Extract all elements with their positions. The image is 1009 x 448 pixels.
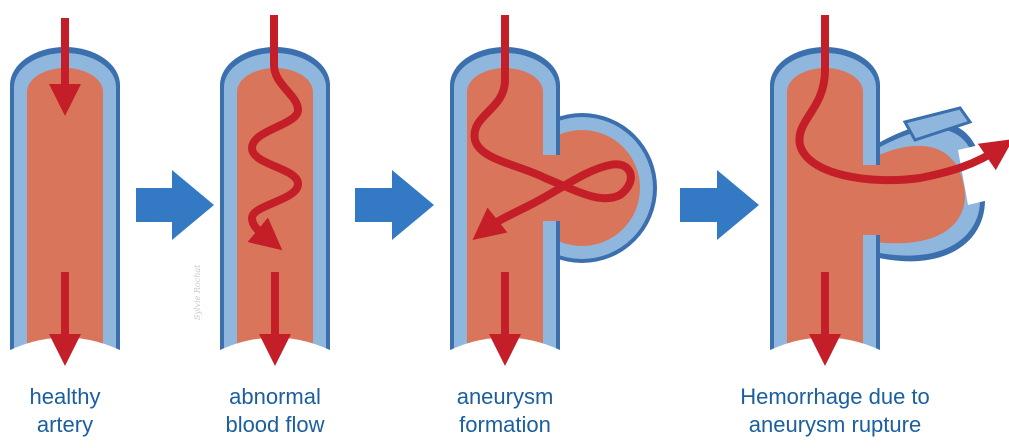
caption-line: artery [0, 411, 130, 439]
caption-abnormal-blood-flow: abnormal blood flow [205, 383, 345, 439]
step-arrow-1 [136, 170, 214, 240]
caption-line: aneurysm [430, 383, 580, 411]
caption-aneurysm-formation: aneurysm formation [430, 383, 580, 439]
caption-line: Hemorrhage due to [715, 383, 955, 411]
step-arrow-2 [355, 170, 434, 240]
caption-healthy-artery: healthy artery [0, 383, 130, 439]
artist-signature: Sylvie Rochat [193, 265, 202, 320]
caption-line: healthy [0, 383, 130, 411]
caption-line: blood flow [205, 411, 345, 439]
caption-line: aneurysm rupture [715, 411, 955, 439]
caption-line: formation [430, 411, 580, 439]
caption-line: abnormal [205, 383, 345, 411]
step-arrow-3 [680, 170, 759, 240]
caption-aneurysm-rupture: Hemorrhage due to aneurysm rupture [715, 383, 955, 439]
